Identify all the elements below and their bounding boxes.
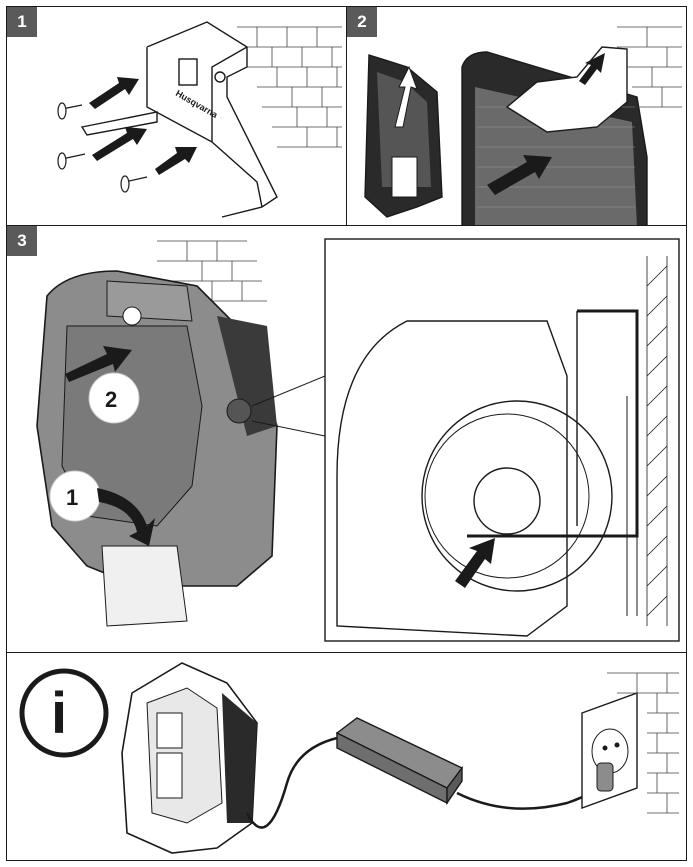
brick-wall [607,672,679,814]
station-large [461,46,648,225]
step-2-label: 2 [347,7,377,37]
info-icon: i [19,668,109,758]
panel-step-2: 2 [346,6,687,226]
wall-hatch [646,265,668,617]
brick-wall [617,26,682,108]
power-supply-icon [335,717,464,806]
bracket [80,21,278,218]
screws [57,102,148,193]
cable-dc [245,736,338,829]
step-3-label: 3 [7,226,37,256]
station-mount-illustration [364,26,682,225]
step-1-label: 1 [7,7,37,37]
brick-wall [157,240,267,302]
arrow-icon [455,538,495,588]
arrow-icons [65,346,155,546]
arrow-icons [487,53,605,195]
wall-bracket-illustration: Husqvarna [57,21,342,218]
arrow-icons [89,77,197,175]
panel-step-1: 1 [6,6,347,226]
info-symbol: i [51,681,67,746]
detail-inset [324,238,680,642]
mower [36,270,278,627]
callout-push-number: 2 [105,387,117,412]
panel-info: i [6,652,687,861]
panel-step-3: 3 2 1 [6,225,687,653]
zoom-lines [251,375,326,437]
station-back-small [364,54,443,218]
power-outlet-icon [581,692,638,809]
charging-station [121,662,258,854]
mower-docking-illustration: 2 1 [36,238,680,642]
brick-wall [237,26,342,148]
power-connection-illustration: i [19,662,679,854]
callout-lift-number: 1 [66,485,78,510]
callout-push: 2 [88,372,140,424]
callout-lift: 1 [49,470,101,522]
